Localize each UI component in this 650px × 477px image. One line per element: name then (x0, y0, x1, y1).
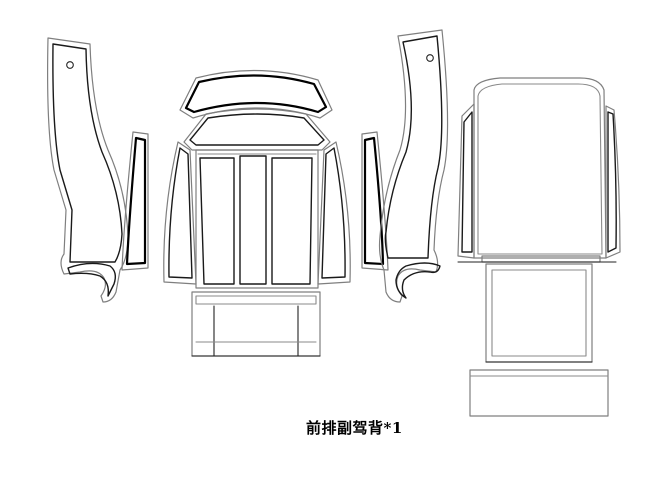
right-narrow-strip (361, 131, 389, 271)
diagram-caption: 前排副驾背*1 (306, 419, 403, 437)
upper-back-panel (183, 108, 331, 151)
assembled-back-view (457, 77, 621, 417)
mounting-hole-icon (426, 54, 434, 62)
center-back-panel (195, 149, 319, 289)
left-narrow-strip (121, 131, 149, 271)
right-bolster-panel (317, 141, 351, 285)
left-side-panel (47, 37, 129, 303)
left-bolster-panel (163, 141, 197, 285)
right-side-panel (378, 29, 449, 303)
lower-center-piece (191, 291, 321, 357)
mounting-hole-icon (66, 61, 74, 69)
headrest-top-panel (179, 69, 333, 119)
